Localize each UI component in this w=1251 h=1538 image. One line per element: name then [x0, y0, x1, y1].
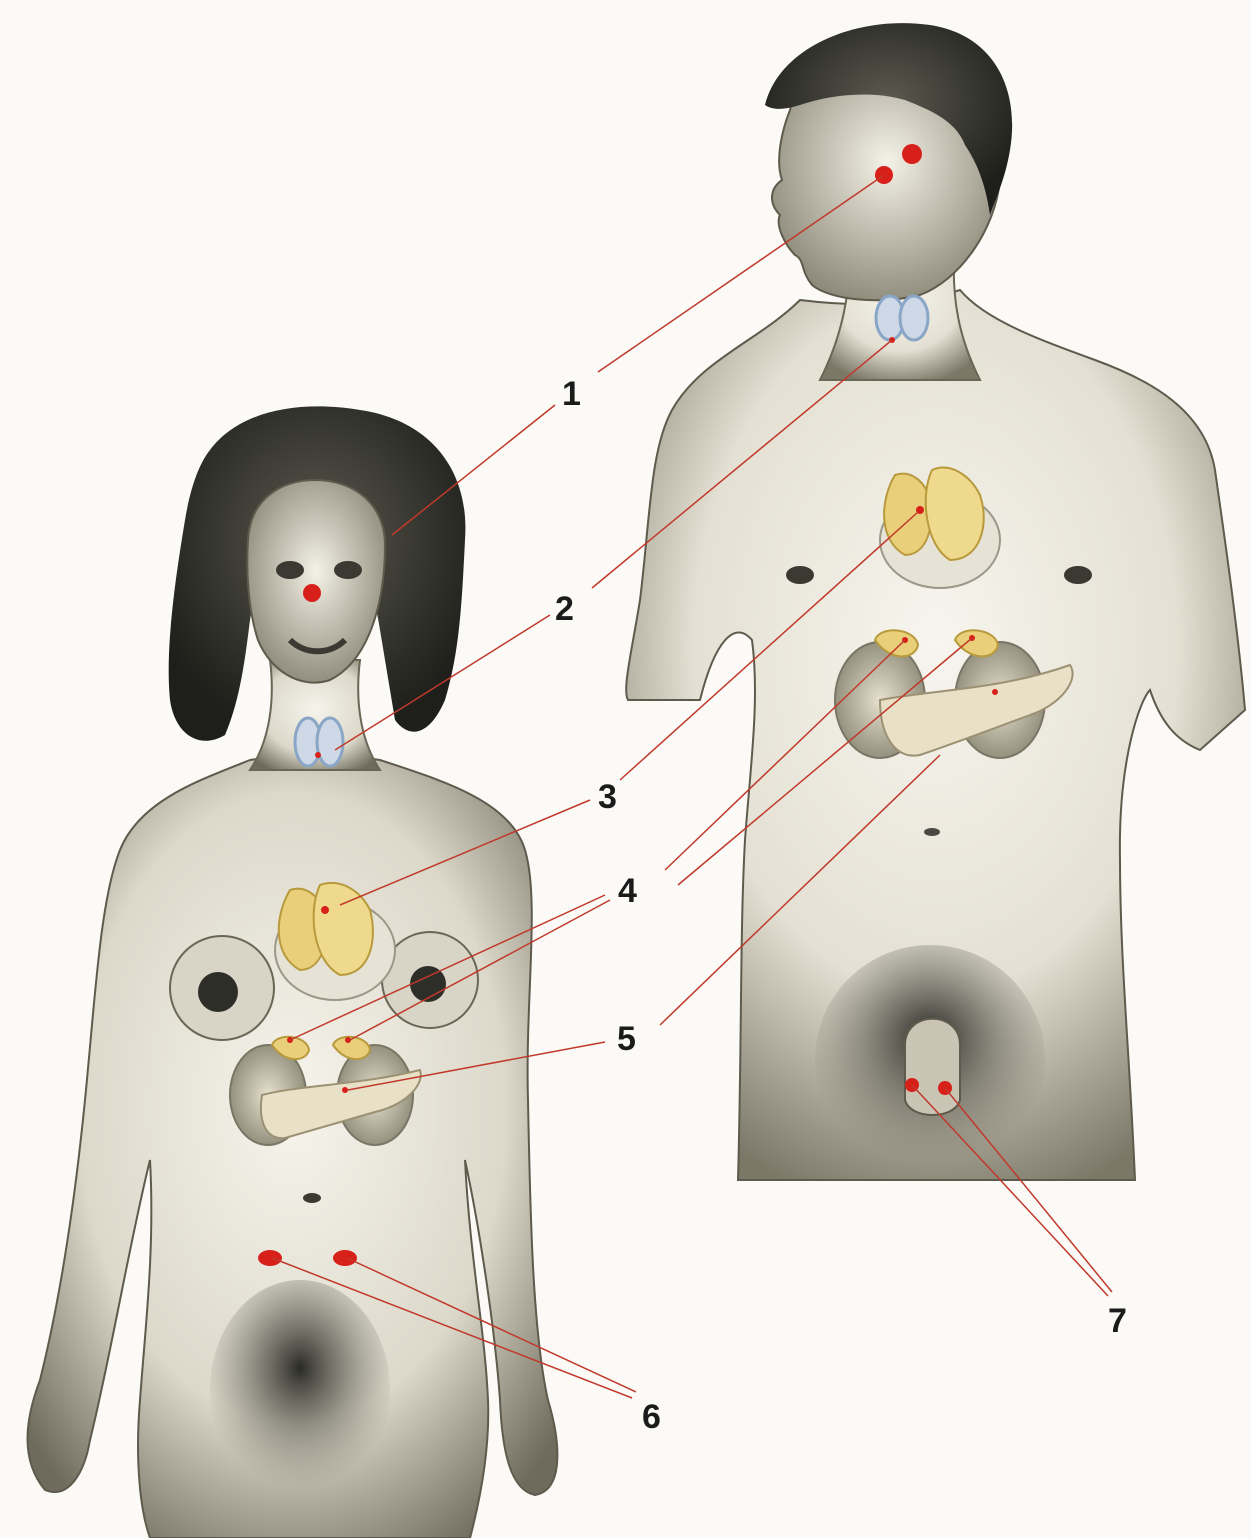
- male-navel: [924, 828, 940, 836]
- female-ovary-left: [258, 1250, 282, 1266]
- female-figure: [28, 406, 558, 1538]
- male-nipple-right: [1064, 566, 1092, 584]
- female-ovary-right: [333, 1250, 357, 1266]
- female-areola-left: [198, 972, 238, 1012]
- male-genitals: [905, 1019, 960, 1115]
- label-6: 6: [642, 1398, 661, 1436]
- label-2: 2: [555, 590, 574, 628]
- female-eye-left: [276, 561, 304, 579]
- label-1: 1: [562, 375, 581, 413]
- female-eye-right: [334, 561, 362, 579]
- label-4: 4: [618, 872, 637, 910]
- male-figure: [626, 23, 1245, 1180]
- female-navel: [303, 1193, 321, 1203]
- male-pineal-dot: [902, 144, 922, 164]
- label-3: 3: [598, 778, 617, 816]
- label-7: 7: [1108, 1302, 1127, 1340]
- female-pituitary-dot: [303, 584, 321, 602]
- male-nipple-left: [786, 566, 814, 584]
- female-pubic-shade: [210, 1280, 390, 1500]
- label-5: 5: [617, 1020, 636, 1058]
